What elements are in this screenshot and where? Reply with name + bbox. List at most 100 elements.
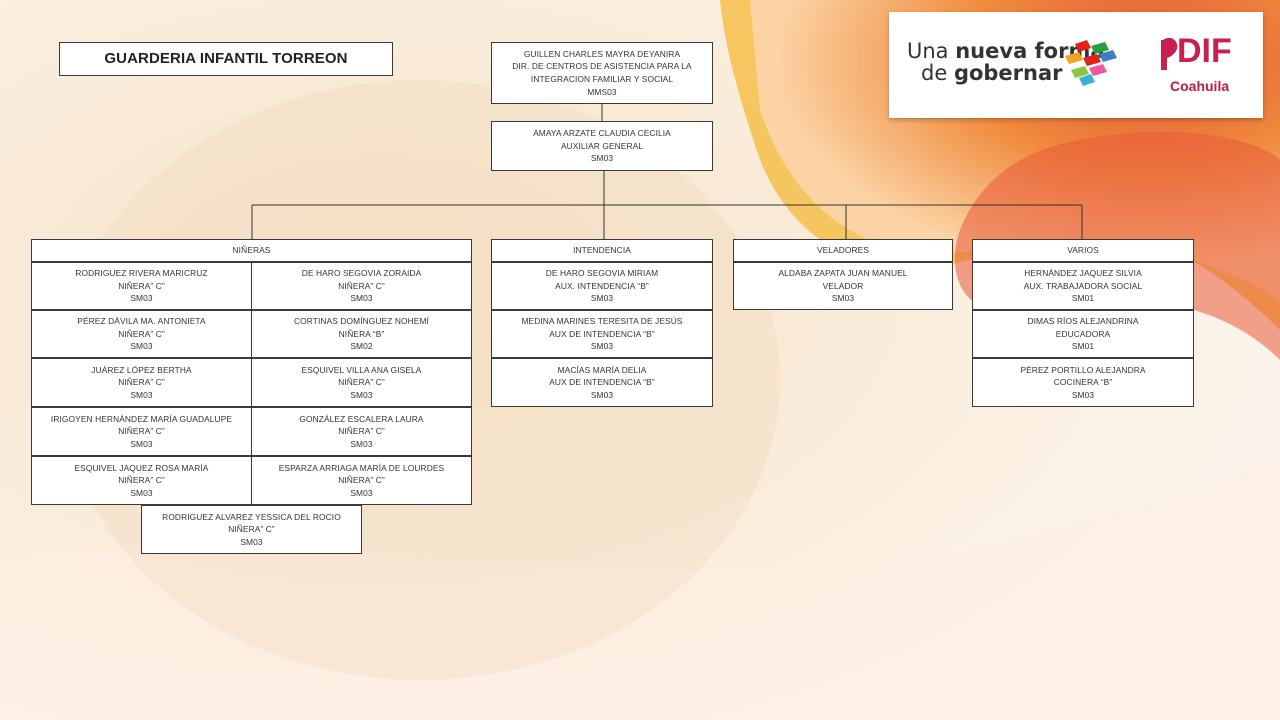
employee-card: HERNÁNDEZ JAQUEZ SILVIA AUX. TRABAJADORA… [972,262,1194,310]
employee-name: MEDINA MARINES TERESITA DE JESÚS [521,316,683,327]
employee-code: SM03 [240,536,263,547]
logo-panel: Una nueva forma de gobernar DIF Coahuila [889,12,1263,118]
employee-card: DIMAS RÍOS ALEJANDRINA EDUCADORA SM01 [972,310,1194,358]
employee-role: EDUCADORA [1055,328,1111,339]
employee-code: SM03 [130,389,153,400]
director-name: GUILLEN CHARLES MAYRA DEYANIRA [523,48,681,59]
employee-name: DE HARO SEGOVIA ZORAIDA [301,268,422,279]
employee-role: AUX DE INTENDENCIA “B” [549,377,655,388]
employee-card: DE HARO SEGOVIA MIRIAM AUX. INTENDENCIA … [491,262,713,310]
employee-name: PÉREZ DÁVILA MA. ANTONIETA [77,316,206,327]
employee-card: CORTINAS DOMÍNGUEZ NOHEMÍ NIÑERA “B” SM0… [251,310,472,358]
dept-intendencia: INTENDENCIA [491,239,713,262]
employee-name: JUÁREZ LÓPEZ BERTHA [91,364,192,375]
employee-role: COCINERA “B” [1053,377,1113,388]
assistant-code: SM03 [590,153,614,164]
assistant-name: AMAYA ARZATE CLAUDIA CECILIA [533,128,671,139]
employee-role: NIÑERA” C” [228,524,275,535]
employee-code: SM03 [350,389,373,400]
employee-code: SM03 [590,293,614,304]
employee-card: ESQUIVEL VILLA ANA GISELA NIÑERA” C” SM0… [251,358,472,407]
page-title: GUARDERIA INFANTIL TORREON [59,42,393,76]
employee-code: SM03 [130,341,153,352]
dif-state: Coahuila [1170,78,1230,94]
employee-name: CORTINAS DOMÍNGUEZ NOHEMÍ [294,316,429,327]
employee-code: SM03 [1071,389,1095,400]
employee-name: PÉREZ PORTILLO ALEJANDRA [1020,364,1146,375]
employee-role: NIÑERA” C” [118,280,165,291]
employee-name: RODRIGUEZ ALVAREZ YESSICA DEL ROCIO [162,511,341,522]
employee-role: AUX DE INTENDENCIA “B” [549,328,655,339]
dept-intendencia-label: INTENDENCIA [573,245,631,256]
employee-card: PÉREZ PORTILLO ALEJANDRA COCINERA “B” SM… [972,358,1194,407]
employee-card: ESPARZA ARRIAGA MARÍA DE LOURDES NIÑERA”… [251,456,472,505]
employee-name: ESQUIVEL JAQUEZ ROSA MARÍA [74,462,209,473]
dept-veladores-label: VELADORES [816,245,870,256]
employee-role: NIÑERA” C” [338,280,385,291]
employee-role: NIÑERA” C” [338,377,385,388]
slogan-line-2a: de [921,61,954,85]
employee-card: IRIGOYEN HERNÁNDEZ MARÍA GUADALUPE NIÑER… [31,407,252,456]
employee-code: SM01 [1071,293,1095,304]
slogan-line-2: de gobernar [921,62,1063,84]
director-code: MMS03 [587,86,617,97]
employee-role: AUX. TRABAJADORA SOCIAL [1023,280,1143,291]
employee-code: SM03 [590,341,614,352]
dept-varios-label: VARIOS [1067,245,1099,256]
employee-card: PÉREZ DÁVILA MA. ANTONIETA NIÑERA” C” SM… [31,310,252,358]
employee-role: NIÑERA” C” [118,328,165,339]
coahuila-flag-icon [1065,40,1117,86]
employee-name: GONZÁLEZ ESCALERA LAURA [299,413,424,424]
dept-varios: VARIOS [972,239,1194,262]
employee-card: MACÍAS MARÍA DELIA AUX DE INTENDENCIA “B… [491,358,713,407]
director-role-2: INTEGRACION FAMILIAR Y SOCIAL [530,74,674,84]
employee-role: NIÑERA” C” [118,426,165,437]
employee-name: HERNÁNDEZ JAQUEZ SILVIA [1024,268,1142,279]
employee-code: SM03 [590,389,614,400]
employee-role: AUX. INTENDENCIA “B” [555,280,649,291]
employee-code: SM03 [130,487,153,498]
employee-role: NIÑERA” C” [118,475,165,486]
page-title-text: GUARDERIA INFANTIL TORREON [104,49,348,67]
employee-code: SM03 [350,487,373,498]
dept-nineras-label: NIÑERAS [232,245,271,256]
employee-code: SM02 [350,341,373,352]
slogan-line-1a: Una [907,39,956,63]
employee-card: MEDINA MARINES TERESITA DE JESÚS AUX DE … [491,310,713,358]
employee-card: ESQUIVEL JAQUEZ ROSA MARÍA NIÑERA” C” SM… [31,456,252,505]
employee-name: RODRIGUEZ RIVERA MARICRUZ [75,268,208,279]
director-box: GUILLEN CHARLES MAYRA DEYANIRA DIR. DE C… [491,42,713,104]
employee-card: RODRIGUEZ RIVERA MARICRUZ NIÑERA” C” SM0… [31,262,252,310]
employee-card: ALDABA ZAPATA JUAN MANUEL VELADOR SM03 [733,262,953,310]
employee-code: SM01 [1071,341,1095,352]
assistant-box: AMAYA ARZATE CLAUDIA CECILIA AUXILIAR GE… [491,121,713,171]
employee-code: SM03 [831,293,855,304]
employee-code: SM03 [130,438,153,449]
dept-nineras: NIÑERAS [31,239,472,262]
employee-name: DIMAS RÍOS ALEJANDRINA [1027,316,1139,327]
dept-veladores: VELADORES [733,239,953,262]
employee-code: SM03 [350,438,373,449]
assistant-role: AUXILIAR GENERAL [560,140,644,151]
employee-role: NIÑERA “B” [338,328,385,339]
dif-heart-icon [1161,37,1178,70]
employee-card: JUÁREZ LÓPEZ BERTHA NIÑERA” C” SM03 [31,358,252,407]
employee-name: IRIGOYEN HERNÁNDEZ MARÍA GUADALUPE [50,413,233,424]
employee-code: SM03 [350,293,373,304]
employee-card: RODRIGUEZ ALVAREZ YESSICA DEL ROCIO NIÑE… [141,505,362,554]
employee-name: ESQUIVEL VILLA ANA GISELA [301,364,422,375]
employee-name: ESPARZA ARRIAGA MARÍA DE LOURDES [278,462,445,473]
employee-name: ALDABA ZAPATA JUAN MANUEL [778,268,908,279]
employee-role: NIÑERA” C” [338,426,385,437]
employee-name: DE HARO SEGOVIA MIRIAM [545,268,659,279]
dif-wordmark: DIF [1177,32,1232,70]
employee-role: NIÑERA” C” [338,475,385,486]
director-role-1: DIR. DE CENTROS DE ASISTENCIA PARA LA [512,61,692,72]
employee-code: SM03 [130,293,153,304]
slogan-line-2b: gobernar [953,61,1063,85]
employee-role: NIÑERA” C” [118,377,165,388]
employee-role: VELADOR [822,280,864,291]
employee-name: MACÍAS MARÍA DELIA [557,364,647,375]
employee-card: DE HARO SEGOVIA ZORAIDA NIÑERA” C” SM03 [251,262,472,310]
